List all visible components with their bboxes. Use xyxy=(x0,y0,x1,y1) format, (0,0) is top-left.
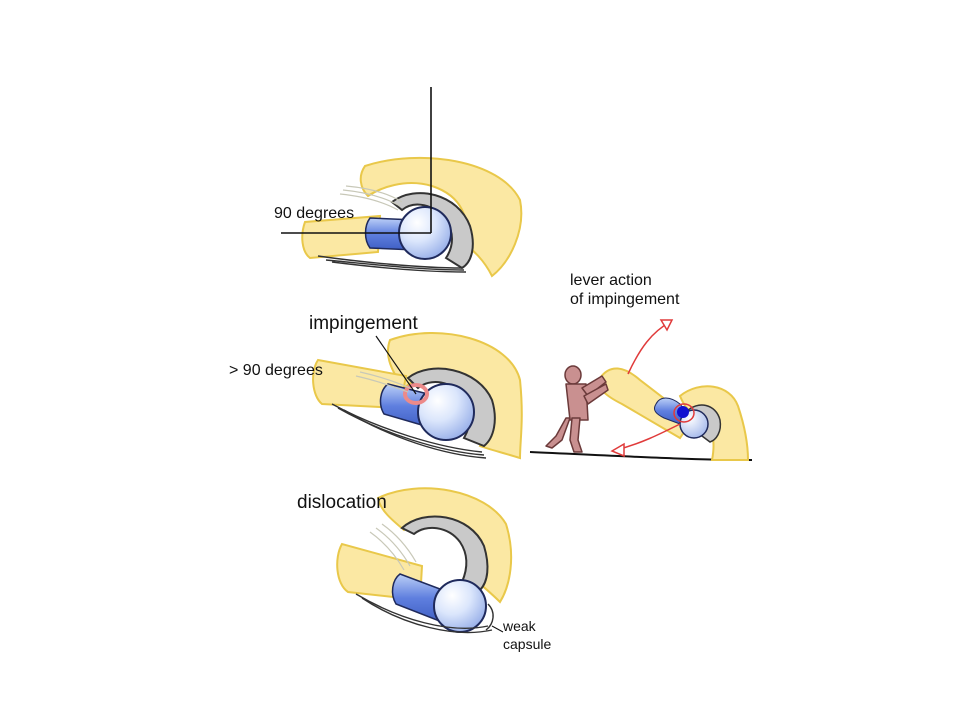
rotation-arrows xyxy=(610,319,681,458)
joint-capsule xyxy=(317,255,467,273)
pivot-dot-icon xyxy=(677,406,689,418)
label-weak-capsule-line2: capsule xyxy=(503,636,552,652)
humeral-head xyxy=(417,383,475,441)
label-impingement: impingement xyxy=(309,313,418,334)
pivot-ring xyxy=(673,403,695,423)
ligament-fibers xyxy=(339,185,403,211)
upward-arc-arrow xyxy=(627,321,671,375)
ligament-fibers xyxy=(355,371,411,393)
upward-arrowhead xyxy=(659,319,674,332)
joint-90-degrees xyxy=(281,87,523,278)
joint-capsule xyxy=(331,403,487,459)
joint-dislocation xyxy=(336,487,513,634)
impingement-leader-line xyxy=(375,335,417,395)
label-over-90-degrees: > 90 degrees xyxy=(229,362,323,379)
impingement-site-ring xyxy=(403,383,429,405)
label-90-degrees: 90 degrees xyxy=(274,205,355,222)
label-weak-capsule-line1: weak xyxy=(503,618,536,634)
lever-action-illustration xyxy=(529,319,753,461)
joint-impingement xyxy=(312,332,523,460)
weak-capsule-leader-line xyxy=(491,625,504,633)
humeral-head-dislocated xyxy=(433,579,487,633)
humerus-shaft xyxy=(301,214,382,260)
label-dislocation: dislocation xyxy=(297,492,387,513)
label-lever-action-line1: lever action xyxy=(570,272,652,289)
ligament-fibers xyxy=(369,523,417,571)
label-lever-action-line2: of impingement xyxy=(570,291,680,308)
person-pushing-icon xyxy=(545,365,609,453)
downward-arrowhead xyxy=(610,442,625,458)
joint-capsule xyxy=(355,593,494,634)
